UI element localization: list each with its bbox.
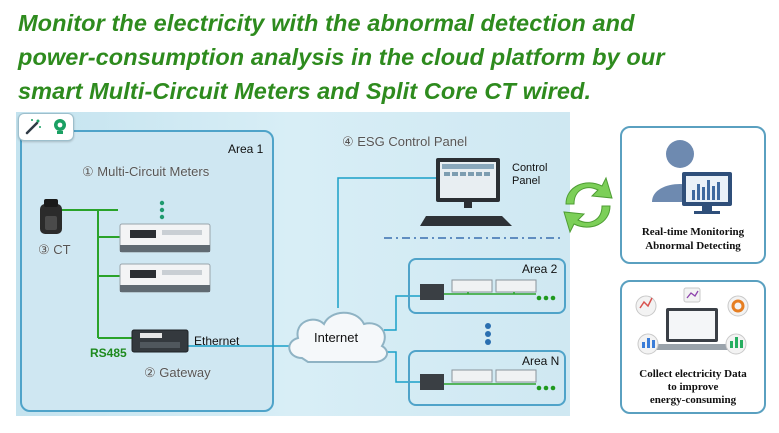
control-panel-label-2: Panel [512,175,541,187]
more-meters-dots [159,200,165,220]
diagram-graphics [40,158,562,391]
laptop-charts-icon [635,287,749,355]
monitoring-card: Real-time Monitoring Abnormal Detecting [620,126,766,264]
esg-control-panel-label: ④ ESG Control Panel [342,134,468,149]
area-2-label: Area 2 [522,262,558,276]
ct-sensor-icon [40,199,62,234]
ethernet-label: Ethernet [194,334,240,348]
system-diagram: Area 1 ① Multi-Circuit Meters ③ CT RS485… [16,112,570,416]
collect-text-3: energy-consuming [649,394,737,406]
meter-device-2 [119,263,211,293]
area-n-box [408,350,566,406]
headline-line-2: power-consumption analysis in the cloud … [18,44,665,70]
area-2-box [408,258,566,314]
headline-line-1: Monitor the electricity with the abnorma… [18,10,635,36]
collect-text-1: Collect electricity Data [639,368,747,380]
collect-data-card: Collect electricity Data to improve ener… [620,280,766,414]
area-n-devices [420,369,556,391]
user-monitor-icon [652,140,732,214]
gateway-device-icon [131,329,189,353]
area-n-label: Area N [522,354,560,368]
rs485-label: RS485 [90,346,127,360]
gateway-label: ② Gateway [144,365,211,380]
headline: Monitor the electricity with the abnorma… [18,6,778,108]
area-2-devices [420,279,556,301]
refresh-arrows-icon [563,176,613,234]
ct-label: ③ CT [38,242,71,257]
more-areas-dots [485,323,491,345]
monitoring-text-2: Abnormal Detecting [645,240,741,252]
multi-circuit-meters-label: ① Multi-Circuit Meters [82,164,210,179]
cloud-icon [288,311,389,363]
area-1-label: Area 1 [228,142,264,156]
meter-device-1 [119,223,211,253]
ethernet-lines [188,177,436,383]
control-panel-computer-icon [420,158,512,226]
tool-badge[interactable] [18,113,74,141]
collect-text-2: to improve [667,381,719,393]
rs485-bus-lines [97,209,132,339]
headline-line-3: smart Multi-Circuit Meters and Split Cor… [18,78,592,104]
internet-label: Internet [314,330,359,345]
magic-wand-icon [25,119,41,135]
monitoring-text-1: Real-time Monitoring [641,226,745,238]
lightbulb-icon [53,119,66,134]
control-panel-label-1: Control [512,162,548,174]
